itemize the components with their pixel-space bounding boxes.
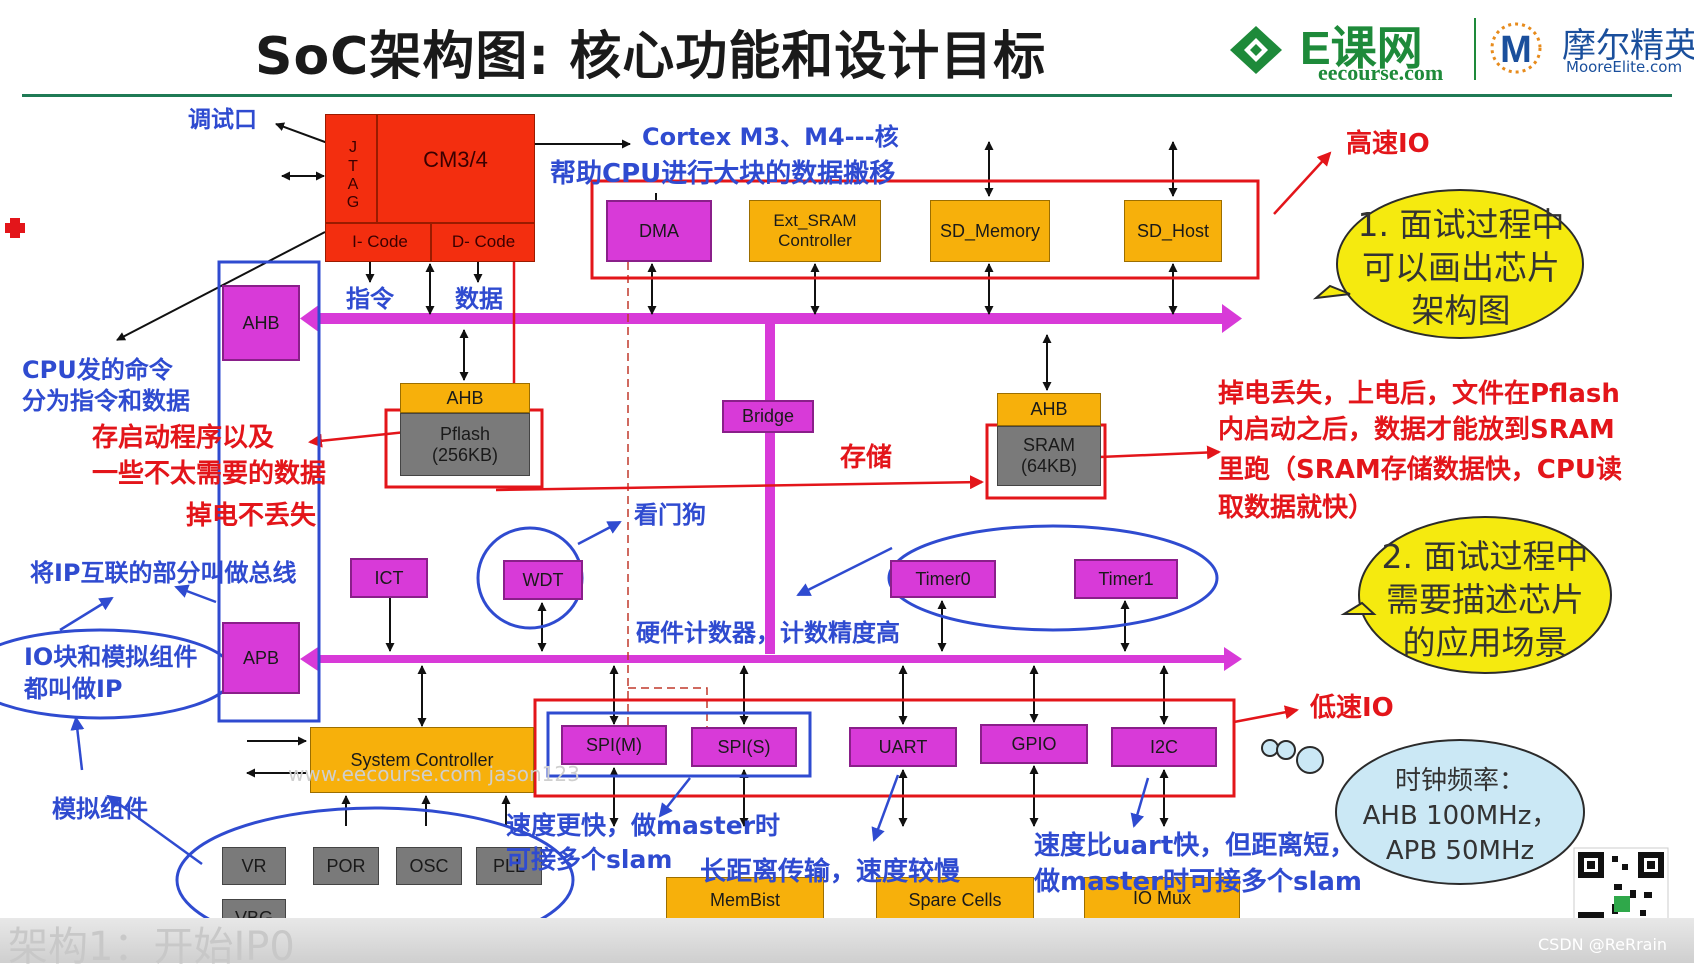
logo-separator <box>1474 18 1476 80</box>
spi-master-block: SPI(M) <box>561 725 667 765</box>
ict-block: ICT <box>350 558 428 598</box>
ecourse-logo-url: eecourse.com <box>1318 60 1444 85</box>
callout-interview-1: 1. 面试过程中 可以画出芯片 架构图 <box>1357 205 1565 330</box>
vr-block: VR <box>222 847 286 885</box>
bridge-block: Bridge <box>722 400 814 433</box>
annotation-sram-desc-3: 里跑（SRAM存储数据快，CPU读 <box>1218 455 1622 485</box>
annotation-pflash-desc-1: 存启动程序以及 <box>92 423 275 453</box>
bridge-line <box>765 324 775 654</box>
sram-ahb-block: AHB <box>997 393 1101 426</box>
annotation-watchdog: 看门狗 <box>634 501 706 529</box>
annotation-ip-desc-2: 都叫做IP <box>24 675 123 703</box>
annotation-pflash-desc-3: 掉电不丢失 <box>186 501 317 531</box>
dcode-label: D- Code <box>451 232 516 252</box>
apb-master-block: APB <box>222 622 300 694</box>
annotation-i2c-desc-2: 做master时可接多个slam <box>1034 867 1363 897</box>
video-caption-text: 架构1：开始IP0 <box>8 924 295 970</box>
sd-memory-block: SD_Memory <box>930 200 1050 262</box>
annotation-ip-desc-1: IO块和模拟组件 <box>24 643 198 671</box>
blue-arrows <box>59 520 1150 866</box>
timer0-block: Timer0 <box>890 560 996 598</box>
mooreelite-logo-icon: M <box>1490 22 1542 74</box>
system-controller-block: System Controller <box>310 727 534 793</box>
annotation-cpu-cmd-2: 分为指令和数据 <box>22 387 190 415</box>
annotation-analog: 模拟组件 <box>52 795 148 823</box>
ahb-master-block: AHB <box>222 285 300 361</box>
annotation-instruction: 指令 <box>346 285 394 313</box>
annotation-bus-desc: 将IP互联的部分叫做总线 <box>30 559 297 587</box>
por-block: POR <box>313 847 379 885</box>
spi-slave-block: SPI(S) <box>691 727 797 767</box>
annotation-uart-desc: 长距离传输，速度较慢 <box>700 857 961 887</box>
annotation-dma-desc: 帮助CPU进行大块的数据搬移 <box>550 159 896 189</box>
pflash-block: Pflash (256KB) <box>400 413 530 476</box>
video-caption-bar <box>0 918 1694 963</box>
timer1-block: Timer1 <box>1074 559 1178 599</box>
annotation-storage: 存储 <box>840 443 893 473</box>
page-title: SoC架构图: 核心功能和设计目标 <box>255 27 1047 87</box>
membist-block: MemBist <box>666 877 824 923</box>
mooreelite-logo-url: MooreElite.com <box>1566 58 1683 76</box>
annotation-spi-desc-1: 速度更快，做master时 <box>506 811 781 840</box>
video-watermark: www.eecourse.com jason123 <box>288 762 580 786</box>
annotation-timer-desc: 硬件计数器，计数精度高 <box>636 619 900 647</box>
callout-interview-2: 2. 面试过程中 需要描述芯片 的应用场景 <box>1381 537 1589 662</box>
annotation-sram-desc-4: 取数据就快） <box>1218 493 1375 523</box>
osc-block: OSC <box>396 847 462 885</box>
dma-block: DMA <box>606 200 712 262</box>
cpu-label: CM3/4 <box>423 147 488 173</box>
sd-host-block: SD_Host <box>1124 200 1222 262</box>
ecourse-logo-name: E课网 <box>1300 22 1423 74</box>
wdt-block: WDT <box>503 560 583 600</box>
ext-sram-controller-block: Ext_SRAM Controller <box>749 200 881 262</box>
sram-block: SRAM (64KB) <box>997 426 1101 486</box>
annotation-spi-desc-2: 可接多个slam <box>506 845 673 874</box>
svg-text:M: M <box>1500 29 1532 71</box>
spare-cells-block: Spare Cells <box>876 877 1034 923</box>
pll-block: PLL <box>476 847 542 885</box>
jtag-label: J T A G <box>346 139 360 212</box>
thought-cloud <box>1261 739 1585 885</box>
jtag-divider <box>376 114 378 222</box>
annotation-cortex: Cortex M3、M4---核 <box>642 123 899 151</box>
speech-bubble-1 <box>1312 189 1584 339</box>
annotation-sram-desc-1: 掉电丢失，上电后，文件在Pflash <box>1218 379 1620 409</box>
ecourse-logo-icon <box>1230 26 1282 74</box>
annotation-sram-desc-2: 内启动之后，数据才能放到SRAM <box>1218 415 1615 445</box>
apb-bus <box>300 647 1242 671</box>
annotation-data: 数据 <box>455 285 503 313</box>
uart-block: UART <box>849 727 957 767</box>
gpio-block: GPIO <box>980 724 1088 764</box>
annotation-low-speed-io: 低速IO <box>1310 693 1394 723</box>
annotation-high-speed-io: 高速IO <box>1346 129 1430 159</box>
callout-clock: 时钟频率： AHB 100MHz， APB 50MHz <box>1362 766 1558 867</box>
icode-label: I- Code <box>352 232 408 252</box>
mooreelite-logo-name: 摩尔精英 <box>1562 26 1694 66</box>
code-mid-divider <box>430 222 432 262</box>
pflash-ahb-block: AHB <box>400 383 530 413</box>
speech-bubble-2 <box>1340 516 1612 674</box>
i2c-block: I2C <box>1111 727 1217 767</box>
annotation-debug-port: 调试口 <box>188 107 257 133</box>
black-arrows <box>116 122 1178 827</box>
annotation-cpu-cmd-1: CPU发的命令 <box>22 356 173 384</box>
io-mux-block: IO Mux <box>1084 877 1240 919</box>
title-divider <box>22 94 1672 97</box>
csdn-watermark: CSDN @ReRrain <box>1538 935 1668 954</box>
annotation-pflash-desc-2: 一些不太需要的数据 <box>92 459 327 489</box>
annotation-i2c-desc-1: 速度比uart快，但距离短， <box>1034 831 1356 861</box>
ahb-bus <box>300 304 1242 333</box>
